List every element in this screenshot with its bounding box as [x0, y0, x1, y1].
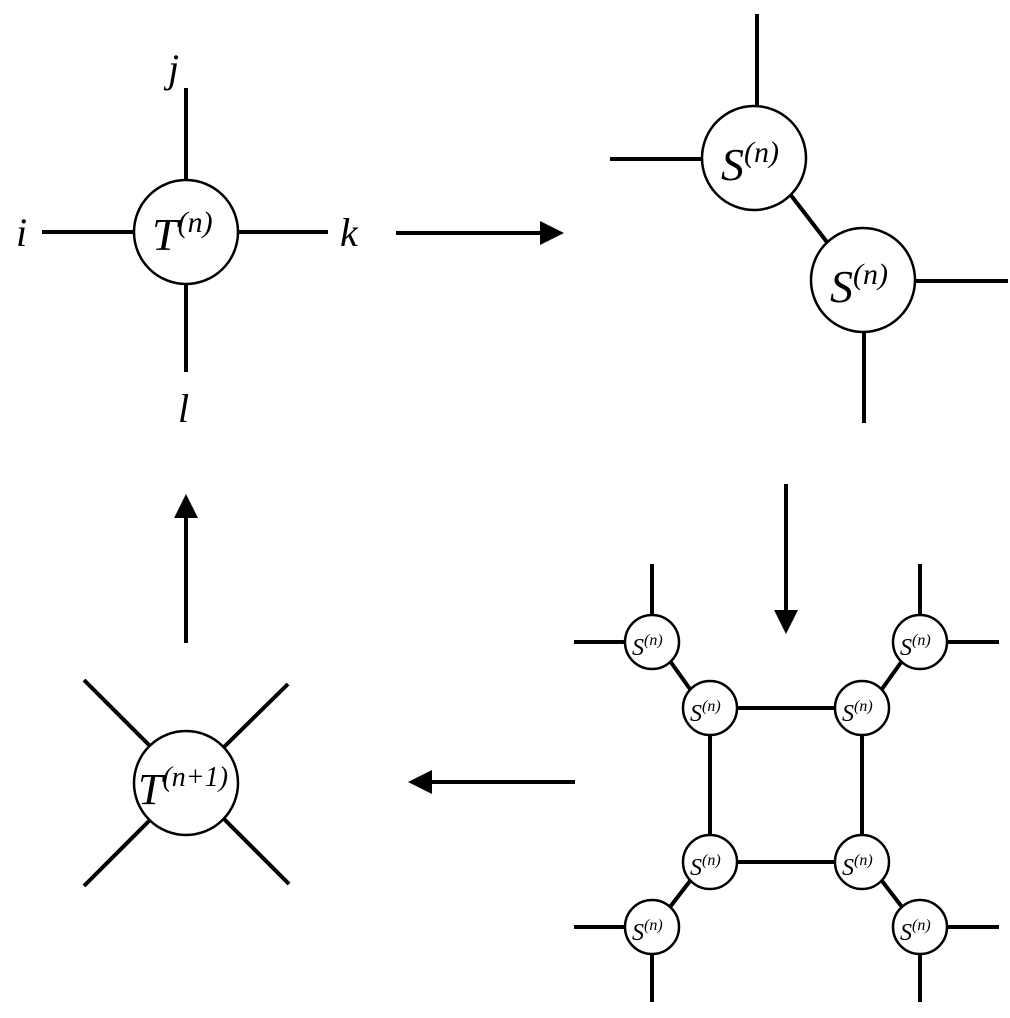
bond	[668, 659, 692, 691]
tensor-t-next-label: T(n+1)	[138, 762, 228, 814]
bond	[880, 879, 904, 909]
index-l: l	[178, 386, 189, 431]
tensor-s-node-small: S(n)	[891, 613, 949, 671]
tensor-s-node-small: S(n)	[681, 833, 739, 891]
svd-panel: S(n) S(n)	[610, 14, 1008, 423]
tensor-s-node-small: S(n)	[681, 679, 739, 737]
svg-text:S(n): S(n)	[690, 698, 721, 727]
tensor-s-label: S(n)	[721, 136, 779, 190]
tensor-t-next-node	[132, 729, 240, 837]
index-i: i	[16, 210, 27, 255]
leg	[82, 818, 152, 888]
tensor-t-label: T(n)	[152, 206, 213, 260]
svg-text:S(n): S(n)	[842, 852, 873, 881]
tensor-s-node-small: S(n)	[623, 613, 681, 671]
tensor-s-label: S(n)	[830, 258, 888, 312]
tensor-s-node-small: S(n)	[623, 898, 681, 956]
svg-text:S(n): S(n)	[900, 632, 931, 661]
tensor-s-node-small: S(n)	[833, 679, 891, 737]
index-k: k	[340, 210, 359, 255]
svg-text:S(n): S(n)	[900, 917, 931, 946]
tensor-s-node-small: S(n)	[833, 833, 891, 891]
leg	[221, 682, 290, 750]
leg	[82, 678, 152, 748]
tensor-s-node	[809, 226, 917, 334]
tensor-s-node-small: S(n)	[891, 898, 949, 956]
svg-text:S(n): S(n)	[632, 917, 663, 946]
svg-text:S(n): S(n)	[842, 698, 873, 727]
index-j: j	[163, 46, 179, 91]
leg	[221, 816, 291, 886]
svg-text:S(n): S(n)	[632, 632, 663, 661]
tensor-t-panel: T(n) j i k l	[16, 46, 359, 431]
bond	[788, 192, 832, 248]
svg-text:S(n): S(n)	[690, 852, 721, 881]
tensor-s-node	[700, 104, 808, 212]
bond	[668, 879, 692, 909]
tensor-t-next-panel: T(n+1)	[82, 678, 291, 888]
bond	[880, 659, 904, 691]
tensor-t-node	[132, 178, 240, 286]
contraction-panel: S(n) S(n) S(n) S(n) S(n) S(n) S(n) S(n)	[574, 564, 999, 1002]
